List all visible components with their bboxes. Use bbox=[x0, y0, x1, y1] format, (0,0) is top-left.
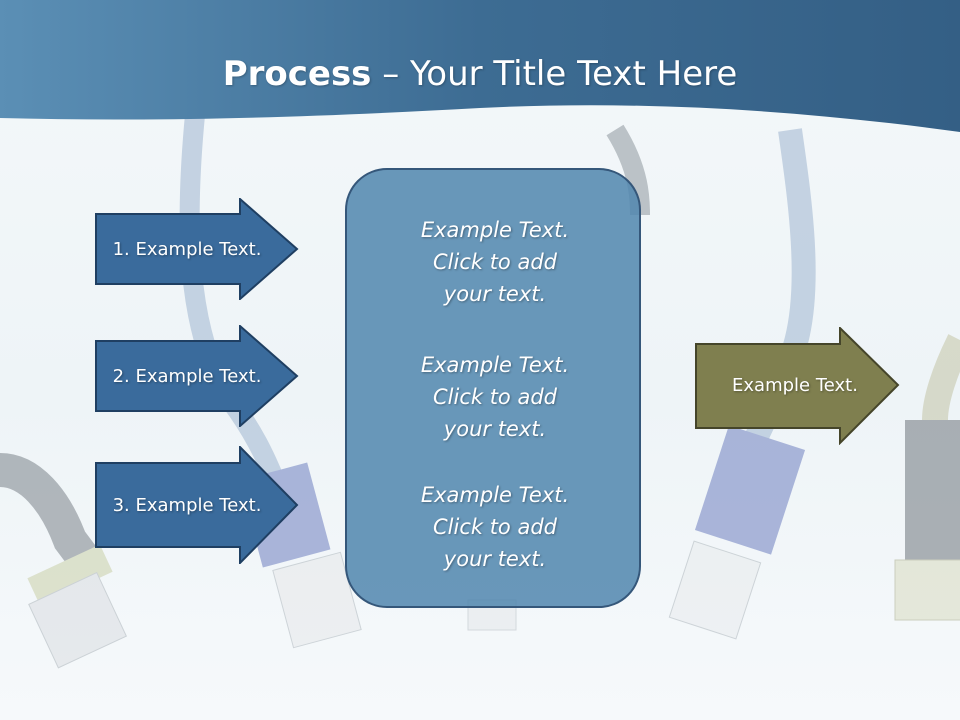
arrow-label: Example Text. bbox=[732, 374, 858, 396]
center-text-box[interactable]: Example Text. Click to add your text. Ex… bbox=[345, 168, 641, 608]
text-line: Example Text. bbox=[420, 218, 570, 242]
title-bold: Process bbox=[222, 54, 372, 94]
arrow-label: 3. Example Text. bbox=[112, 494, 262, 516]
arrow-label: 2. Example Text. bbox=[112, 365, 262, 387]
arrow-shape bbox=[95, 198, 299, 300]
left-arrow-2[interactable]: 2. Example Text. bbox=[95, 325, 299, 427]
center-text-block-3: Example Text. Click to add your text. bbox=[347, 479, 643, 575]
right-arrow[interactable]: Example Text. bbox=[695, 327, 900, 445]
page-title: Process – Your Title Text Here bbox=[0, 52, 960, 96]
title-rest: – Your Title Text Here bbox=[371, 54, 738, 94]
text-line: Example Text. bbox=[420, 483, 570, 507]
text-line: Click to add bbox=[432, 385, 557, 409]
arrow-shape bbox=[95, 446, 299, 564]
text-line: your text. bbox=[443, 547, 547, 571]
left-arrow-3[interactable]: 3. Example Text. bbox=[95, 446, 299, 564]
arrow-label: 1. Example Text. bbox=[112, 238, 262, 260]
text-line: Click to add bbox=[432, 250, 557, 274]
left-arrow-1[interactable]: 1. Example Text. bbox=[95, 198, 299, 300]
text-line: Click to add bbox=[432, 515, 557, 539]
text-line: your text. bbox=[443, 282, 547, 306]
center-text-block-2: Example Text. Click to add your text. bbox=[347, 349, 643, 445]
arrow-shape bbox=[95, 325, 299, 427]
arrow-shape bbox=[695, 327, 900, 445]
center-text-block-1: Example Text. Click to add your text. bbox=[347, 214, 643, 310]
text-line: Example Text. bbox=[420, 353, 570, 377]
header-band bbox=[0, 0, 960, 132]
text-line: your text. bbox=[443, 417, 547, 441]
